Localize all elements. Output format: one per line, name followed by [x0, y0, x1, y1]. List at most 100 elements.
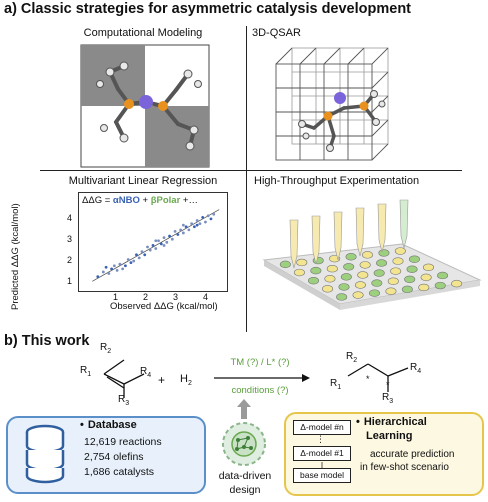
equation-term-nbo: αNBO [112, 195, 140, 206]
product-r2: R2 [346, 351, 358, 364]
scatter-point [173, 230, 177, 233]
regression-scatter-plot [92, 209, 220, 282]
qsar-grid-figure [275, 47, 389, 161]
plate-well [408, 255, 420, 263]
plate-well [310, 266, 322, 275]
scatter-point [193, 225, 196, 229]
olefin-r1: R1 [80, 365, 92, 378]
scatter-point [195, 223, 199, 227]
olefin-structure [103, 359, 145, 398]
olefin-r4: R4 [140, 366, 152, 379]
vertical-divider [246, 26, 247, 332]
plate-well [322, 285, 334, 293]
plate-well [401, 285, 413, 294]
plate-well [293, 268, 305, 277]
up-arrow [237, 399, 251, 419]
scatter-point [157, 239, 160, 243]
regression-x-tick: 1 [113, 292, 119, 302]
regression-y-tick: 1 [67, 276, 73, 286]
plate-well [354, 281, 366, 289]
database-title: •Database [80, 419, 137, 431]
database-item-reactions: 12,619 reactions [84, 436, 162, 448]
database-item-olefins: 2,754 olefins [84, 451, 144, 463]
regression-equation: ΔΔG = αNBO + βPolar +… [82, 195, 198, 206]
plate-well [345, 253, 357, 261]
fit-line [92, 209, 220, 282]
plate-well [369, 289, 381, 297]
plate-well [324, 275, 336, 283]
stereocenter-star: * [386, 380, 390, 390]
plate-well [451, 279, 463, 288]
scatter-point [118, 262, 122, 266]
scatter-point [148, 248, 152, 252]
scatter-point [112, 264, 116, 268]
scatter-point [159, 242, 163, 246]
plate-well [392, 257, 404, 265]
regression-y-tick: 2 [67, 255, 73, 265]
scatter-point [204, 220, 207, 224]
delta-model-1: Δ-model #1 [293, 446, 351, 461]
plate-well [307, 276, 319, 285]
reaction-arrow [214, 374, 310, 382]
plate-well [420, 273, 432, 282]
database-item-catalysts: 1,686 catalysts [84, 466, 155, 478]
plate-well [357, 271, 369, 279]
scatter-point [101, 270, 105, 274]
olefin-r3: R3 [118, 394, 130, 407]
plate-well [296, 258, 308, 267]
scatter-point [146, 245, 149, 249]
hierarchical-title-line1: •Hierarchical [356, 416, 427, 428]
plate-well [279, 260, 291, 269]
equation-prefix: ΔΔG = [82, 195, 113, 206]
equation-plus: + [139, 195, 151, 206]
scatter-point [209, 217, 213, 221]
scatter-point [126, 258, 130, 261]
product-r1: R1 [330, 378, 342, 391]
plate-well [378, 249, 390, 257]
hte-plate-figure [262, 199, 482, 310]
scatter-point [181, 223, 185, 227]
metal-atom [139, 95, 153, 109]
scatter-point [195, 219, 199, 222]
scatter-point [137, 256, 141, 260]
hierarchical-title-line2: Learning [366, 430, 413, 442]
pipette-tip [355, 207, 365, 257]
reaction-plus: + [158, 373, 166, 387]
section-b-heading: b) This work [4, 333, 90, 349]
plate-well [418, 283, 430, 292]
database-icon [25, 424, 65, 484]
phosphorus-atom [158, 101, 168, 111]
section-a-heading: a) Classic strategies for asymmetric cat… [4, 1, 411, 17]
pipette-tip [289, 219, 299, 269]
scatter-point [168, 234, 171, 238]
product-r4: R4 [410, 362, 422, 375]
plate-well [387, 277, 399, 285]
regression-x-tick: 4 [203, 292, 209, 302]
model-stack-arrows [321, 462, 323, 468]
plate-well [376, 259, 388, 267]
delta-model-n: Δ-model #n [293, 420, 351, 435]
scatter-point [190, 222, 194, 225]
plate-well [373, 269, 385, 277]
hierarchical-desc-line2: in few-shot scenario [360, 462, 449, 473]
computational-modeling-figure [80, 44, 210, 168]
scatter-point [198, 222, 202, 225]
scatter-point [206, 214, 210, 218]
scatter-point [96, 275, 100, 279]
scatter-point [121, 267, 125, 271]
plate-well [352, 291, 364, 299]
regression-y-label: Predicted ΔΔG (kcal/mol) [10, 203, 21, 310]
scatter-point [212, 212, 216, 216]
pipette-tip [377, 203, 387, 253]
plate-well [385, 287, 397, 295]
scatter-point [184, 225, 188, 229]
scatter-point [132, 259, 136, 263]
horizontal-divider [40, 170, 462, 171]
regression-x-tick: 3 [173, 292, 179, 302]
scatter-point [165, 240, 169, 244]
regression-y-tick: 3 [67, 234, 73, 244]
plate-well [338, 283, 350, 291]
product-r3: R3 [382, 392, 394, 405]
conditions-top: TM (?) / L* (?) [230, 357, 290, 368]
product-structure [347, 363, 409, 392]
